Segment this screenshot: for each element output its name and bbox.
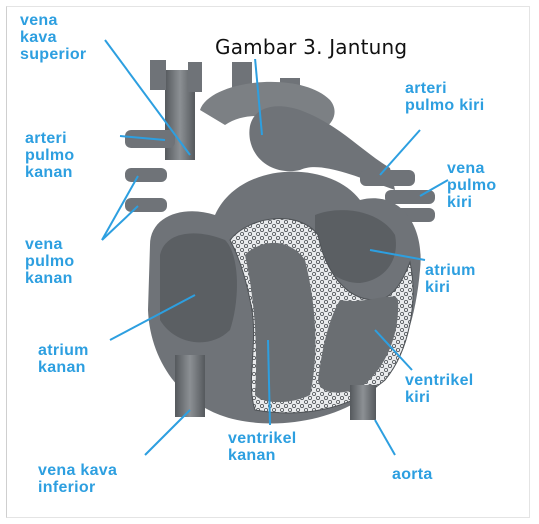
figure-caption: Gambar 3. Jantung (213, 35, 409, 59)
aorta-descending-vessel (350, 385, 376, 420)
leader-vena-pulmo-kanan-2 (102, 206, 138, 240)
leader-arteri-pulmo-kiri (380, 130, 420, 175)
vena-pulmo-kanan-lower (125, 198, 167, 212)
atrium-kanan-chamber (160, 233, 237, 342)
label-arteri-pulmo-kanan: arteri pulmo kanan (25, 130, 75, 181)
label-arteri-pulmo-kiri: arteri pulmo kiri (405, 80, 484, 114)
vena-kava-inferior-vessel (175, 355, 205, 417)
label-vena-pulmo-kanan: vena pulmo kanan (25, 236, 75, 287)
leader-vena-kava-inferior (145, 410, 190, 455)
arteri-pulmo-kiri-vessel (360, 170, 415, 186)
label-atrium-kanan: atrium kanan (38, 342, 89, 376)
label-ventrikel-kanan: ventrikel kanan (228, 430, 297, 464)
vena-pulmo-kanan-upper (125, 168, 167, 182)
label-vena-kava-inferior: vena kava inferior (38, 462, 117, 496)
vessel-branch (150, 60, 166, 90)
label-vena-pulmo-kiri: vena pulmo kiri (447, 160, 497, 211)
label-atrium-kiri: atrium kiri (425, 262, 476, 296)
label-vena-kava-superior: vena kava superior (20, 12, 86, 63)
leader-aorta (375, 420, 395, 455)
label-aorta: aorta (392, 466, 433, 483)
label-ventrikel-kiri: ventrikel kiri (405, 372, 474, 406)
vessel-branch (188, 62, 202, 92)
